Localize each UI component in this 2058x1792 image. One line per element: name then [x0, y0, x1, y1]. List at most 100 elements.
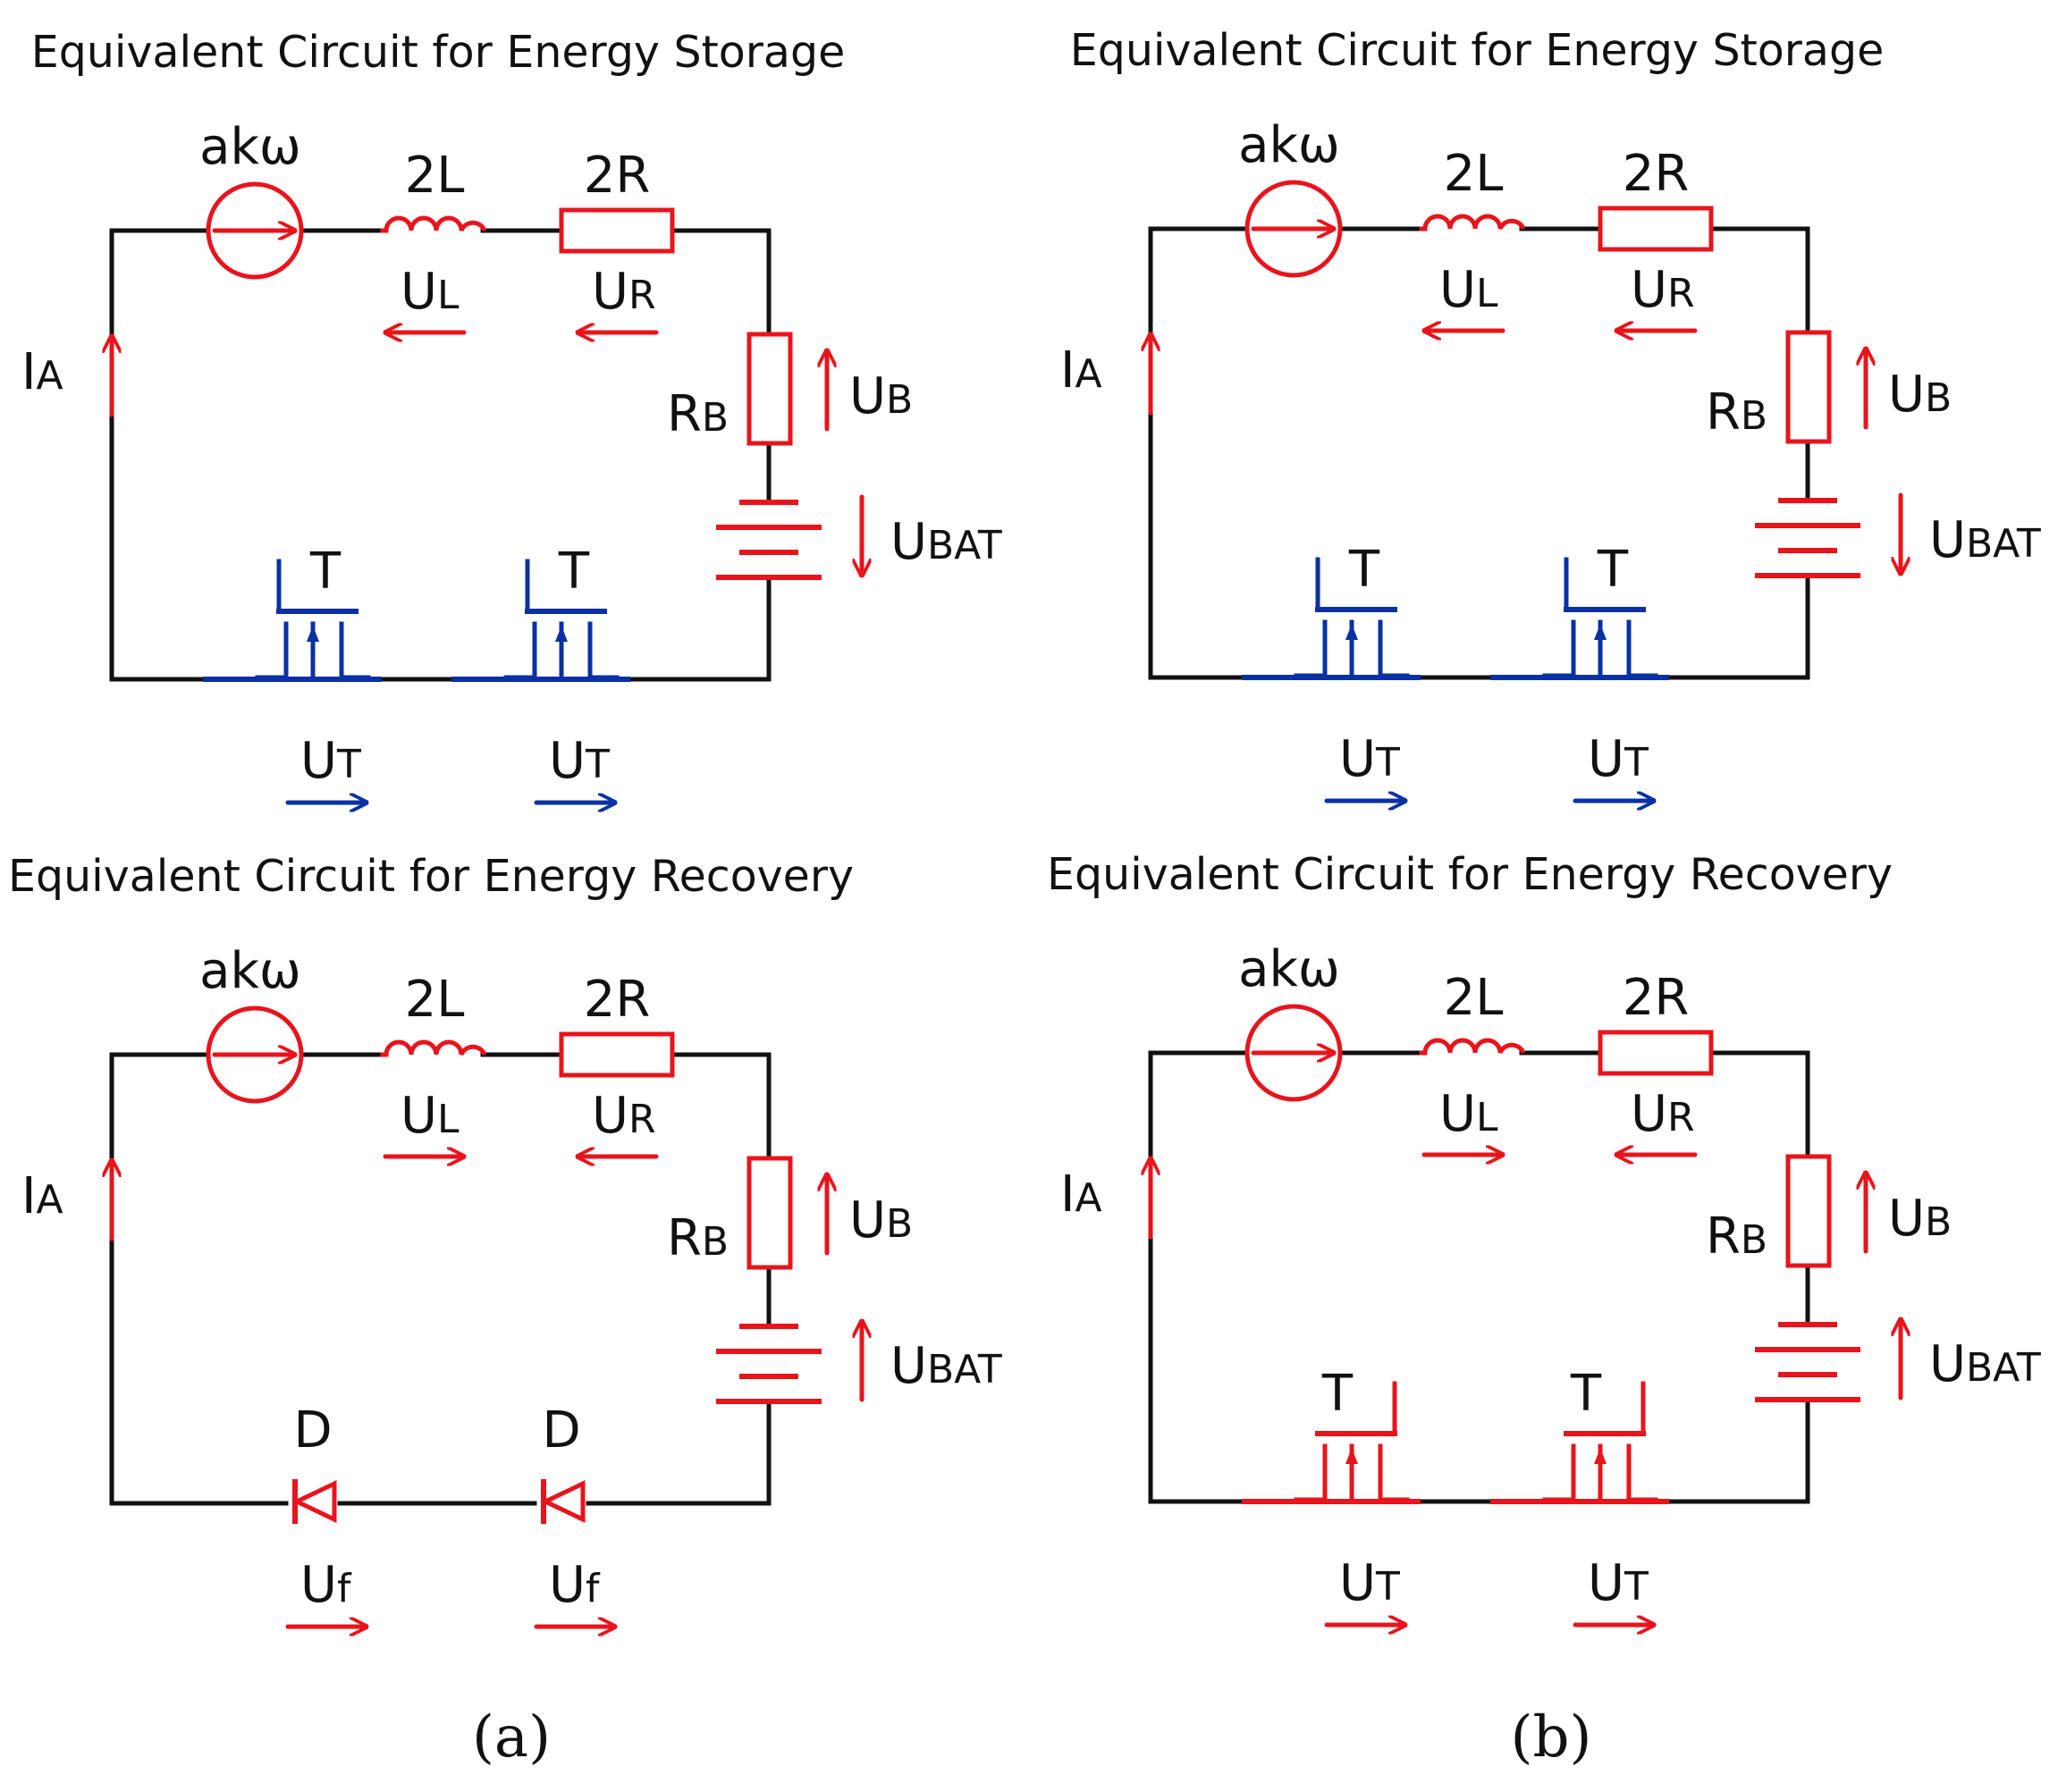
switch-2 — [1542, 557, 1658, 678]
ur-label-sub: R — [628, 1097, 656, 1142]
switch-1-label: T — [1321, 1365, 1354, 1423]
rb-label-sub: B — [1741, 393, 1767, 439]
source-label: akω — [1238, 940, 1340, 998]
switch-2 — [503, 559, 620, 680]
ur-label: UR — [592, 1087, 656, 1145]
switch-1-drop-label-sub: T — [1375, 740, 1400, 786]
ul-label-main: U — [1439, 1085, 1476, 1143]
ub-label-main: U — [849, 367, 886, 425]
switch-1-label: D — [293, 1401, 332, 1460]
ul-label-sub: L — [437, 273, 460, 318]
switch-1-drop-label-sub: f — [337, 1566, 352, 1611]
rb-label-sub: B — [1741, 1217, 1767, 1263]
switch-2-drop-label-sub: T — [1624, 740, 1649, 786]
ub-label-sub: B — [1925, 375, 1952, 421]
ubat-label-sub: BAT — [927, 1347, 1002, 1392]
switch-2-drop-label: UT — [549, 732, 610, 790]
resistor-2r — [559, 1031, 675, 1078]
resistor-2r — [559, 207, 675, 254]
ubat-label: UBAT — [890, 513, 1002, 571]
switch-1-drop-label: Uf — [300, 1556, 352, 1614]
current-label-main: I — [1060, 1165, 1075, 1224]
source-label: akω — [199, 942, 301, 1000]
current-label-sub: A — [1075, 351, 1102, 397]
source-label: akω — [199, 118, 301, 176]
resistor-2r — [1598, 1030, 1714, 1076]
ul-label-sub: L — [437, 1097, 460, 1142]
ub-label-main: U — [1888, 366, 1925, 424]
resistor-label: 2R — [1623, 145, 1690, 203]
ub-label: UB — [849, 367, 913, 425]
resistor-rb — [1785, 1154, 1832, 1268]
switch-2-label: T — [1597, 541, 1629, 599]
resistor-rb — [1785, 330, 1832, 444]
switch-2-drop-label-main: U — [549, 1556, 586, 1614]
inductor-label: 2L — [405, 971, 465, 1029]
switch-2 — [540, 1479, 586, 1524]
switch-2-drop-label: UT — [1588, 1554, 1649, 1612]
ubat-label: UBAT — [1929, 1335, 2041, 1393]
diode-triangle — [540, 1480, 586, 1523]
panel-title: Equivalent Circuit for Energy Storage — [31, 27, 845, 78]
switch-2-drop-label-main: U — [549, 732, 586, 790]
switch-1-drop-label-main: U — [300, 732, 337, 790]
ul-label-sub: L — [1476, 271, 1498, 316]
battery — [716, 500, 822, 580]
switch-1-drop-label-main: U — [300, 1556, 337, 1614]
switch-1-drop-label-main: U — [1339, 1554, 1376, 1612]
ul-label: UL — [401, 1087, 460, 1145]
panel-title: Equivalent Circuit for Energy Storage — [1070, 25, 1884, 76]
current-label: IA — [1060, 1165, 1102, 1224]
ur-label-sub: R — [628, 273, 656, 318]
caption-a: (a) — [472, 1704, 551, 1771]
ul-label-main: U — [401, 263, 437, 321]
transistor-body-arrow — [555, 626, 568, 642]
inductor — [1419, 1038, 1526, 1056]
switch-1-label: T — [1348, 541, 1380, 599]
ubat-label: UBAT — [1929, 511, 2041, 569]
ubat-label-main: U — [1929, 511, 1966, 569]
ub-label-sub: B — [1925, 1199, 1952, 1245]
panel-title: Equivalent Circuit for Energy Recovery — [8, 851, 854, 902]
inductor-label: 2L — [405, 147, 465, 205]
switch-1-label: T — [309, 543, 342, 601]
ur-label: UR — [592, 263, 656, 321]
ubat-label-sub: BAT — [1966, 1345, 2041, 1391]
transistor-body-arrow — [1594, 624, 1607, 640]
ur-label-main: U — [1631, 1085, 1667, 1143]
switch-2-drop-label-main: U — [1588, 1554, 1624, 1612]
ur-label: UR — [1631, 1085, 1695, 1143]
switch-1-drop-label: UT — [300, 732, 361, 790]
transistor-body-arrow — [1345, 1448, 1358, 1464]
current-label-sub: A — [37, 353, 63, 399]
switch-1 — [1294, 1381, 1410, 1502]
panel-b-storage: Equivalent Circuit for Energy Storage ak… — [1060, 25, 2041, 801]
switch-2-label: T — [558, 543, 590, 601]
inductor — [380, 215, 487, 233]
inductor-coil — [384, 215, 487, 232]
current-label: IA — [21, 343, 63, 401]
transistor-body-arrow — [307, 626, 319, 642]
current-label: IA — [1060, 341, 1102, 400]
panel-b-recovery: Equivalent Circuit for Energy Recovery a… — [1047, 849, 2041, 1625]
switch-1-drop-label: UT — [1339, 1554, 1400, 1612]
ub-label-main: U — [849, 1191, 886, 1249]
switch-2-label: T — [1570, 1365, 1602, 1423]
rb-label-main: R — [667, 385, 702, 443]
resistor-2r — [1598, 206, 1714, 252]
panel-a-recovery: Equivalent Circuit for Energy Recovery a… — [8, 851, 1002, 1627]
resistor-rb — [746, 1156, 793, 1270]
rb-label-sub: B — [702, 395, 729, 441]
source-label: akω — [1238, 116, 1340, 174]
diode-triangle — [291, 1480, 337, 1523]
inductor — [380, 1039, 487, 1057]
ur-label: UR — [1631, 261, 1695, 319]
resistor-label: 2R — [1623, 969, 1690, 1027]
resistor-rb — [746, 332, 793, 446]
battery — [1755, 498, 1860, 578]
ub-label-sub: B — [886, 1201, 913, 1247]
ul-label-main: U — [1439, 261, 1476, 319]
